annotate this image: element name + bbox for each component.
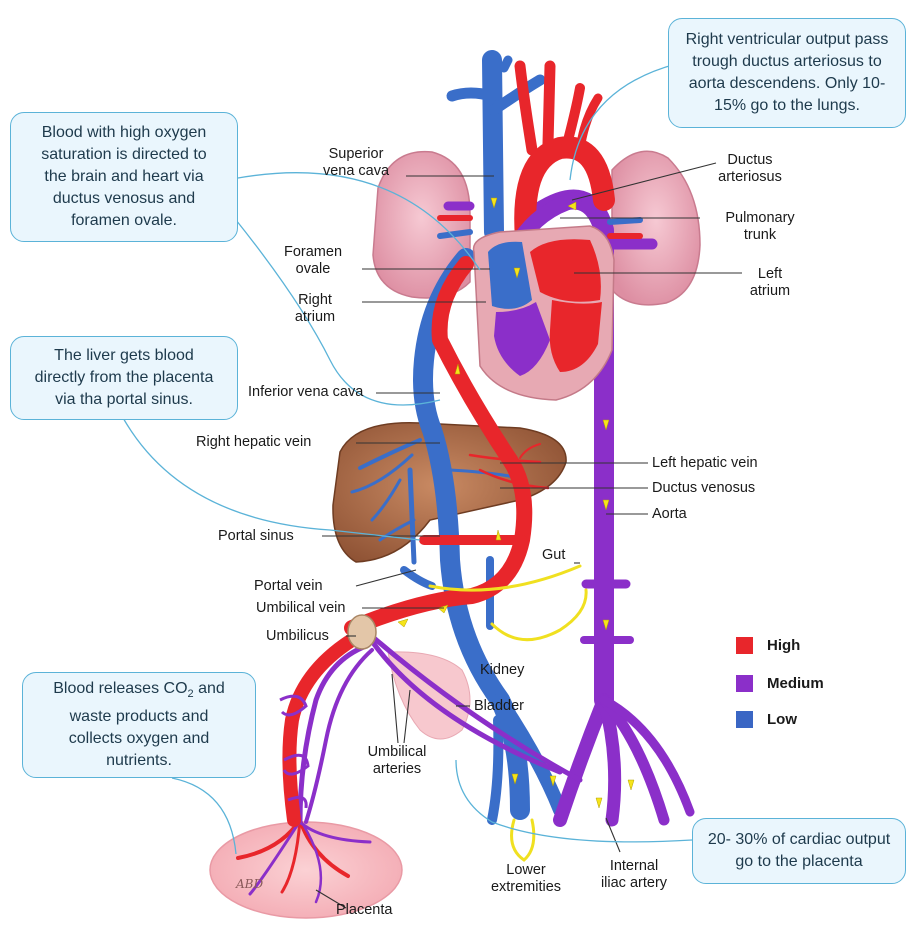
- label-internal-iliac-artery: Internal iliac artery: [584, 858, 684, 892]
- label-umbilical-arteries: Umbilical arteries: [352, 744, 442, 778]
- label-line: atrium: [740, 283, 800, 300]
- legend-swatch-low: [736, 711, 753, 728]
- callout-line: Right ventricular output pass: [669, 29, 905, 51]
- umbilicus-ring: [348, 615, 376, 649]
- legend-swatch-medium: [736, 675, 753, 692]
- label-line: Lower: [474, 862, 578, 879]
- callout-right-ventricular-output: Right ventricular output pass trough duc…: [668, 18, 906, 128]
- label-foramen-ovale: Foramen ovale: [268, 244, 358, 278]
- callout-line: go to the placenta: [693, 851, 905, 873]
- label-left-hepatic-vein: Left hepatic vein: [652, 455, 758, 472]
- label-line: ovale: [268, 261, 358, 278]
- callout-line: directly from the placenta: [11, 367, 237, 389]
- label-line: Right: [272, 292, 358, 309]
- label-line: extremities: [474, 879, 578, 896]
- legend-item-medium: Medium: [736, 675, 824, 692]
- label-line: arteriosus: [708, 169, 792, 186]
- label-pulmonary-trunk: Pulmonary trunk: [704, 210, 816, 244]
- label-right-hepatic-vein: Right hepatic vein: [196, 434, 311, 451]
- label-line: iliac artery: [584, 875, 684, 892]
- label-lower-extremities: Lower extremities: [474, 862, 578, 896]
- legend-label-medium: Medium: [767, 675, 824, 692]
- callout-line: The liver gets blood: [11, 345, 237, 367]
- callout-line: collects oxygen and: [23, 728, 255, 750]
- callout-line: aorta descendens. Only 10-: [669, 73, 905, 95]
- callout-line: Blood releases CO2 and: [23, 678, 255, 705]
- label-portal-sinus: Portal sinus: [218, 528, 294, 545]
- label-line: vena cava: [304, 163, 408, 180]
- callout-liver-portal-sinus: The liver gets blood directly from the p…: [10, 336, 238, 420]
- bladder: [388, 652, 470, 739]
- label-line: Foramen: [268, 244, 358, 261]
- label-line: Left: [740, 266, 800, 283]
- callout-line: the brain and heart via: [11, 166, 237, 188]
- callout-line: via tha portal sinus.: [11, 389, 237, 411]
- callout-line: foramen ovale.: [11, 210, 237, 232]
- label-bladder: Bladder: [474, 698, 524, 715]
- callout-line: Blood with high oxygen: [11, 122, 237, 144]
- legend-item-high: High: [736, 637, 800, 654]
- label-line: trunk: [704, 227, 816, 244]
- label-line: Pulmonary: [704, 210, 816, 227]
- label-inferior-vena-cava: Inferior vena cava: [248, 384, 363, 401]
- label-left-atrium: Left atrium: [740, 266, 800, 300]
- label-placenta: Placenta: [336, 902, 392, 919]
- label-line: Superior: [304, 146, 408, 163]
- label-line: Internal: [584, 858, 684, 875]
- callout-line: ductus venosus and: [11, 188, 237, 210]
- callout-line: 20- 30% of cardiac output: [693, 829, 905, 851]
- heart: [474, 226, 614, 400]
- callout-line: waste products and: [23, 706, 255, 728]
- label-aorta: Aorta: [652, 506, 687, 523]
- label-ductus-venosus: Ductus venosus: [652, 480, 755, 497]
- label-line: Umbilical: [352, 744, 442, 761]
- callout-line: saturation is directed to: [11, 144, 237, 166]
- legend-swatch-high: [736, 637, 753, 654]
- callout-placenta-exchange: Blood releases CO2 and waste products an…: [22, 672, 256, 778]
- left-lung: [612, 151, 700, 305]
- label-line: Ductus: [708, 152, 792, 169]
- label-gut: Gut: [542, 547, 565, 564]
- label-umbilicus: Umbilicus: [266, 628, 329, 645]
- legend-item-low: Low: [736, 711, 797, 728]
- label-line: atrium: [272, 309, 358, 326]
- label-right-atrium: Right atrium: [272, 292, 358, 326]
- label-line: arteries: [352, 761, 442, 778]
- callout-line: 15% go to the lungs.: [669, 95, 905, 117]
- legend-label-high: High: [767, 637, 800, 654]
- callout-line: trough ductus arteriosus to: [669, 51, 905, 73]
- callout-oxygen-saturation: Blood with high oxygen saturation is dir…: [10, 112, 238, 242]
- label-portal-vein: Portal vein: [254, 578, 323, 595]
- label-ductus-arteriosus: Ductus arteriosus: [708, 152, 792, 186]
- callout-text: and: [194, 680, 225, 697]
- artist-signature: ABD: [236, 876, 263, 893]
- callout-text: Blood releases CO: [53, 680, 187, 697]
- label-kidney: Kidney: [480, 662, 524, 679]
- label-umbilical-vein: Umbilical vein: [256, 600, 345, 617]
- legend-label-low: Low: [767, 711, 797, 728]
- callout-cardiac-output: 20- 30% of cardiac output go to the plac…: [692, 818, 906, 884]
- callout-line: nutrients.: [23, 750, 255, 772]
- label-superior-vena-cava: Superior vena cava: [304, 146, 408, 180]
